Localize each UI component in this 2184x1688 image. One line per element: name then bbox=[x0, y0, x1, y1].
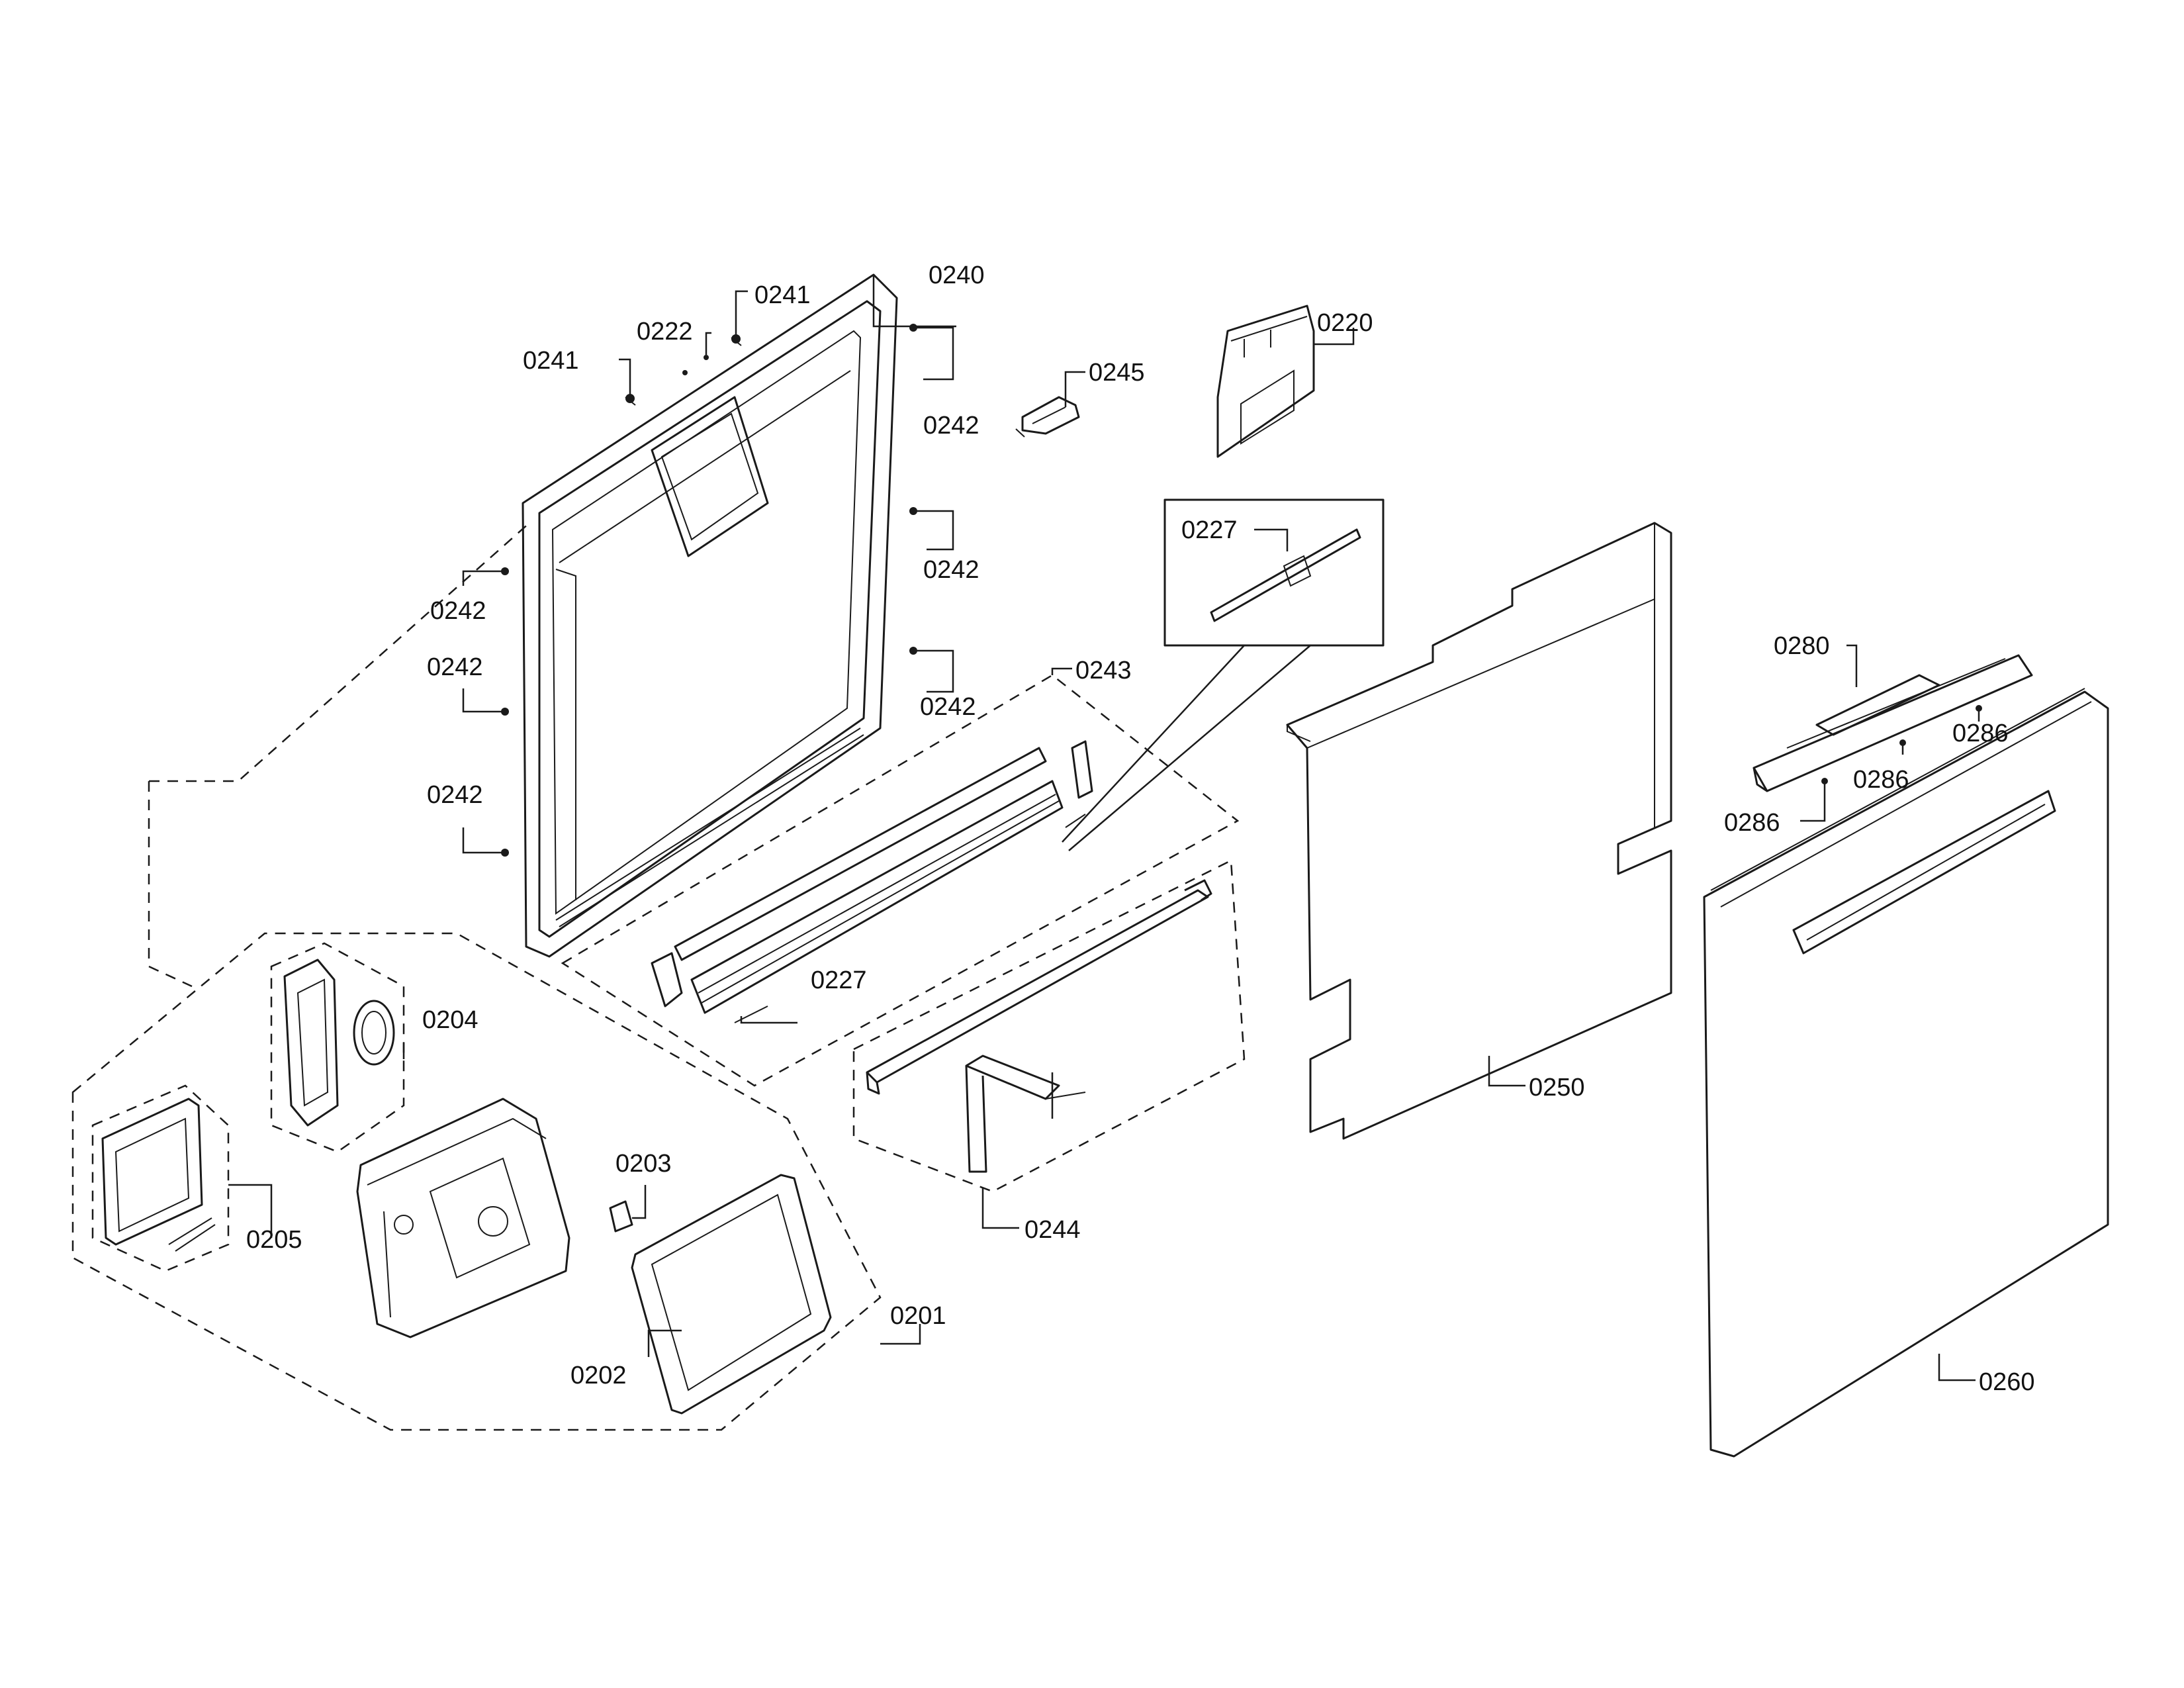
label-0250: 0250 bbox=[1529, 1074, 1585, 1102]
insulation-panel bbox=[1286, 522, 1672, 1140]
vent-cover bbox=[1216, 305, 1315, 458]
screw-icon bbox=[1976, 705, 1982, 712]
label-0245: 0245 bbox=[1089, 359, 1145, 387]
label-0242-r1: 0242 bbox=[923, 412, 979, 440]
label-0286-b: 0286 bbox=[1853, 766, 1909, 794]
leader-lines bbox=[228, 275, 1980, 1382]
label-0242-l3: 0242 bbox=[427, 781, 483, 809]
screw-icon bbox=[625, 394, 636, 406]
screw-icon bbox=[501, 567, 509, 575]
screw-icon bbox=[501, 708, 509, 716]
label-0260: 0260 bbox=[1979, 1368, 2035, 1396]
label-0240: 0240 bbox=[929, 261, 985, 289]
label-0286-c: 0286 bbox=[1724, 809, 1780, 837]
screw-icon bbox=[1899, 739, 1906, 746]
door-handle bbox=[1752, 654, 2033, 792]
label-0202: 0202 bbox=[570, 1362, 627, 1389]
liner-screws bbox=[501, 324, 917, 857]
label-0244: 0244 bbox=[1024, 1216, 1081, 1244]
label-0222: 0222 bbox=[637, 318, 693, 346]
seal-detail-inset bbox=[1062, 498, 1385, 851]
control-module-group bbox=[71, 522, 882, 1431]
hinge-rail-assembly bbox=[852, 859, 1246, 1193]
screw-icon bbox=[731, 334, 742, 346]
screw-icon bbox=[682, 370, 688, 375]
screw-icon bbox=[704, 355, 709, 360]
screw-icon bbox=[909, 324, 917, 332]
label-0241-right: 0241 bbox=[754, 281, 811, 309]
label-0203: 0203 bbox=[615, 1150, 672, 1178]
label-0286-a: 0286 bbox=[1952, 720, 2009, 747]
label-0242-r3: 0242 bbox=[920, 693, 976, 721]
label-0205: 0205 bbox=[246, 1226, 302, 1254]
label-0243: 0243 bbox=[1075, 657, 1132, 684]
label-0280: 0280 bbox=[1774, 632, 1830, 660]
latch-part bbox=[1015, 396, 1080, 438]
screw-icon bbox=[501, 849, 509, 857]
label-0201: 0201 bbox=[890, 1302, 946, 1330]
part-labels: 0240 0241 0222 0241 0242 0242 0242 0242 … bbox=[246, 261, 2035, 1396]
screw-icon bbox=[909, 507, 917, 515]
label-0241-left: 0241 bbox=[523, 347, 579, 375]
label-0242-l2: 0242 bbox=[427, 653, 483, 681]
label-0242-r2: 0242 bbox=[923, 556, 979, 584]
label-0204: 0204 bbox=[422, 1006, 478, 1034]
screw-icon bbox=[909, 647, 917, 655]
screw-icon bbox=[1821, 778, 1828, 784]
label-0227-bottom: 0227 bbox=[811, 966, 867, 994]
inner-door-liner bbox=[522, 273, 898, 958]
label-0220: 0220 bbox=[1317, 309, 1373, 337]
label-0242-l1: 0242 bbox=[430, 597, 486, 625]
label-0227-top: 0227 bbox=[1181, 516, 1238, 544]
outer-door-panel bbox=[1703, 688, 2109, 1458]
door-seal-assembly bbox=[561, 674, 1240, 1087]
